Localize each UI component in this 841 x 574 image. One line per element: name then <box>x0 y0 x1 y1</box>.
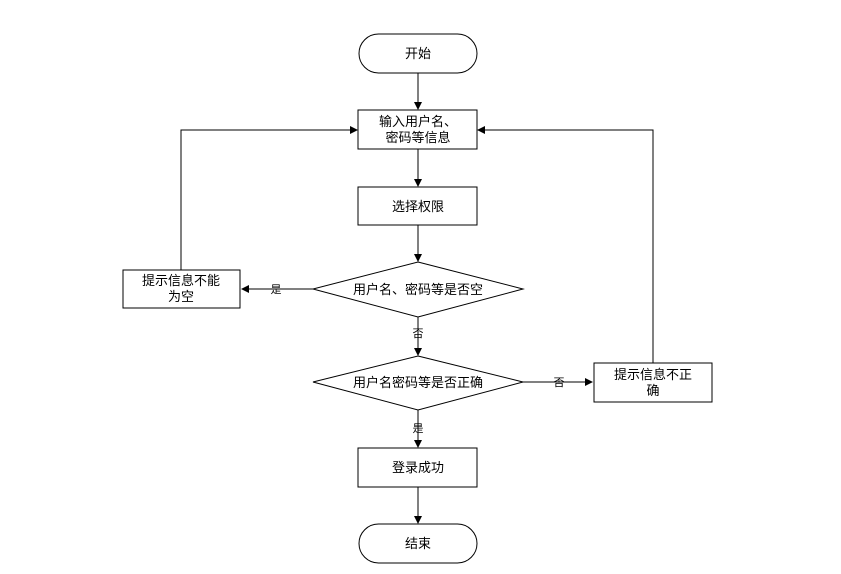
input-process-box: 输入用户名、 密码等信息 <box>357 109 478 150</box>
branch-label-no-right: 否 <box>554 376 565 389</box>
decision-correct-label: 用户名密码等是否正确 <box>353 375 483 391</box>
prompt-wrong-line1: 提示信息不正 <box>614 367 692 383</box>
branch-label-no-down: 否 <box>413 327 424 340</box>
login-success-label: 登录成功 <box>392 461 444 476</box>
branch-label-yes-down: 是 <box>413 422 424 435</box>
start-terminator: 开始 <box>358 33 478 74</box>
arrow-prompt-empty-back-to-input <box>180 126 358 270</box>
login-success-box: 登录成功 <box>357 447 478 488</box>
decision-correct-diamond: 用户名密码等是否正确 <box>312 355 524 411</box>
input-label-line2: 密码等信息 <box>385 130 450 146</box>
select-permission-box: 选择权限 <box>357 186 478 226</box>
decision-empty-diamond: 用户名、密码等是否空 <box>311 261 525 318</box>
branch-label-yes-left: 是 <box>271 283 282 296</box>
prompt-wrong-box: 提示信息不正 确 <box>593 362 713 403</box>
input-label-line1: 输入用户名、 <box>379 114 457 130</box>
arrow-prompt-wrong-back-to-input <box>477 126 654 363</box>
decision-empty-label: 用户名、密码等是否空 <box>353 282 483 298</box>
start-label: 开始 <box>405 47 431 62</box>
prompt-wrong-line2: 确 <box>646 384 659 399</box>
prompt-empty-line1: 提示信息不能 <box>142 273 220 289</box>
prompt-empty-line2: 为空 <box>168 290 194 305</box>
end-label: 结束 <box>405 537 431 552</box>
select-permission-label: 选择权限 <box>392 199 444 215</box>
prompt-empty-box: 提示信息不能 为空 <box>122 269 241 309</box>
end-terminator: 结束 <box>358 523 478 564</box>
